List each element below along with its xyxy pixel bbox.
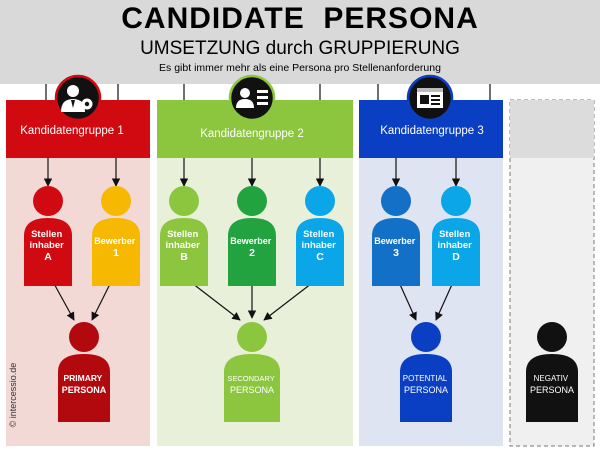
svg-text:POTENTIAL PERSONA: POTENTIAL PERSONA (403, 374, 449, 395)
primary-persona: PRIMARY PERSONA (58, 322, 110, 422)
persona-bewerber-1: Bewerber 1 (92, 186, 140, 286)
potential-persona: POTENTIAL PERSONA (400, 322, 452, 422)
page-tagline: Es gibt immer mehr als eine Persona pro … (159, 62, 441, 74)
group-1-label: Kandidatengruppe 1 (20, 125, 124, 137)
negativ-persona: NEGATIV PERSONA (526, 322, 578, 422)
svg-text:PRIMARY PERSONA: PRIMARY PERSONA (62, 373, 107, 395)
copyright-credit: © intercessio.de (8, 362, 18, 428)
svg-text:Bewerber 1: Bewerber 1 (94, 236, 138, 259)
svg-text:Stellen inhaber: Stellen inhaber D (438, 229, 475, 263)
page-title: CANDIDATE PERSONA (121, 2, 479, 35)
persona-stelleninhaber-c: Stellen inhaber C (296, 186, 344, 286)
title-band (0, 0, 600, 84)
svg-text:Stellen inhaber: Stellen inhaber C (302, 229, 339, 263)
svg-text:Stellen inhaber: Stellen inhaber B (166, 229, 203, 263)
persona-stelleninhaber-a: Stellen inhaber A (24, 186, 72, 286)
group-2-label: Kandidatengruppe 2 (200, 128, 304, 140)
svg-text:Stellen inhaber: Stellen inhaber A (30, 229, 67, 263)
persona-stelleninhaber-d: Stellen inhaber D (432, 186, 480, 286)
svg-text:SECONDARY PERSONA: SECONDARY PERSONA (227, 374, 276, 395)
drop-lines (43, 158, 461, 187)
secondary-persona: SECONDARY PERSONA (224, 322, 280, 422)
converge-arrows (51, 279, 455, 321)
svg-text:NEGATIV PERSONA: NEGATIV PERSONA (530, 374, 574, 395)
svg-text:Bewerber 2: Bewerber 2 (230, 236, 274, 259)
svg-text:Bewerber 3: Bewerber 3 (374, 236, 418, 259)
persona-bewerber-3: Bewerber 3 (372, 186, 420, 286)
negativ-header (510, 100, 594, 158)
page-subtitle: UMSETZUNG durch GRUPPIERUNG (140, 38, 460, 59)
id-card-icon (228, 74, 276, 122)
browser-window-icon (406, 74, 454, 122)
person-gear-icon (54, 74, 102, 122)
group-3-label: Kandidatengruppe 3 (380, 125, 484, 137)
header-connectors (45, 84, 491, 100)
persona-bewerber-2: Bewerber 2 (228, 186, 276, 286)
persona-stelleninhaber-b: Stellen inhaber B (160, 186, 208, 286)
